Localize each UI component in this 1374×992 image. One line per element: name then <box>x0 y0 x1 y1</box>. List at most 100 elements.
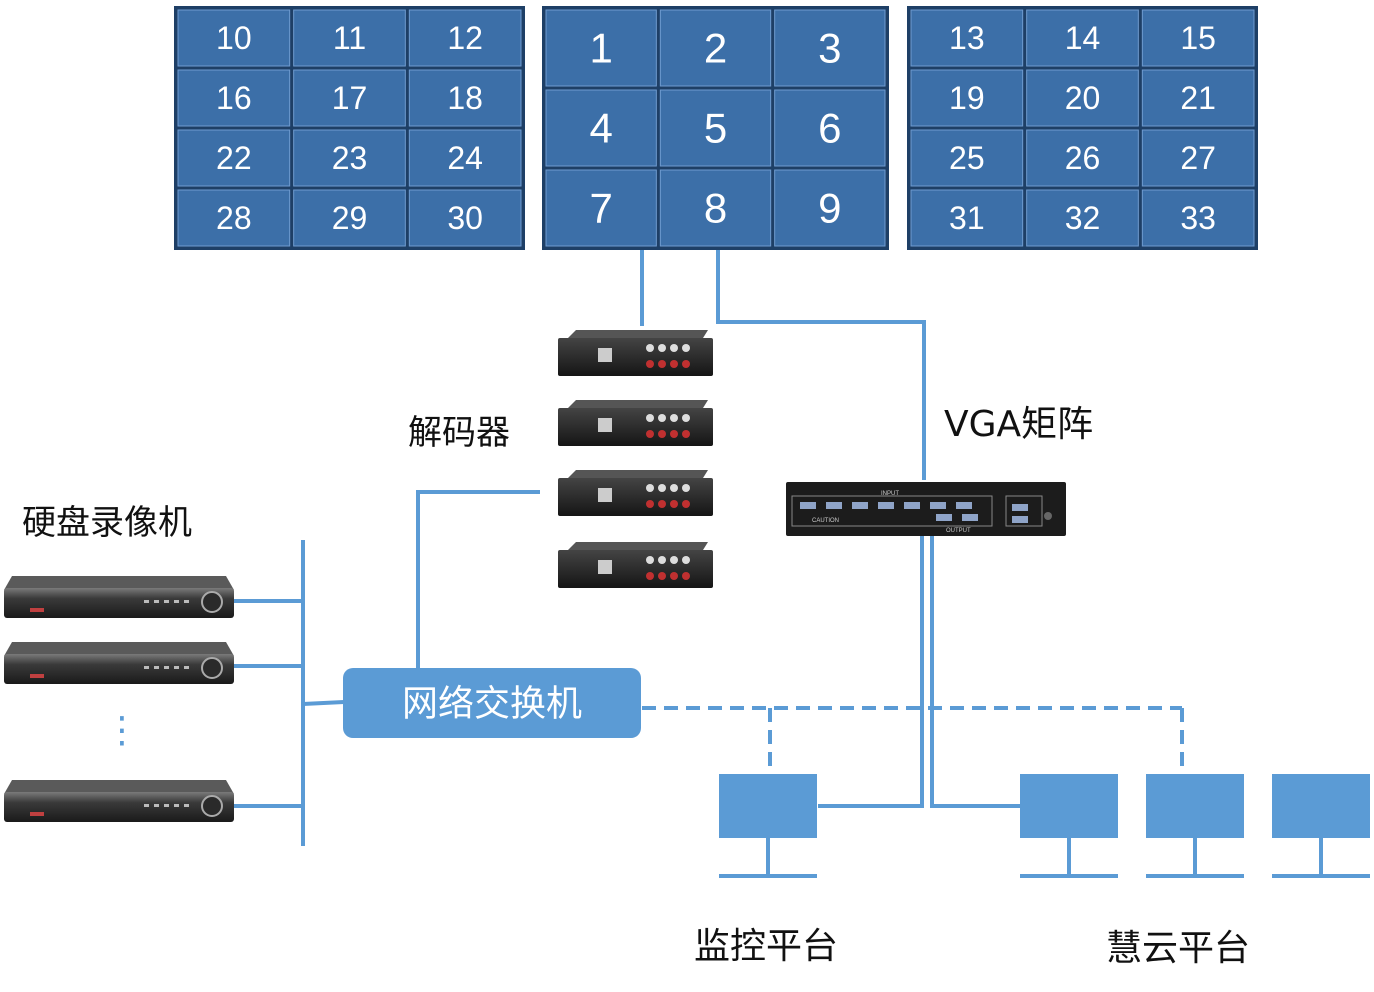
wall-tile-number: 17 <box>332 80 368 116</box>
wall-tile <box>1026 129 1139 187</box>
wall-tile-number: 16 <box>216 80 252 116</box>
network-switch: 网络交换机 <box>343 668 641 738</box>
vga-matrix-label: VGA矩阵 <box>944 404 1093 445</box>
video-wall-right: 13 14 15 19 20 21 25 26 27 31 32 33 <box>907 6 1258 250</box>
matrix-input-text: INPUT <box>881 491 899 497</box>
dvr-device <box>4 780 234 822</box>
wall-to-matrix-line <box>716 250 926 480</box>
wall-tile-number: 27 <box>1180 140 1216 176</box>
wall-tile-number: 30 <box>447 200 483 236</box>
wall-tile <box>408 9 522 67</box>
wall-tile-number: 32 <box>1065 200 1101 236</box>
wall-tile-number: 14 <box>1065 20 1101 56</box>
wall-tile-number: 22 <box>216 140 252 176</box>
matrix-to-huiyun-line <box>930 536 1020 808</box>
wall-tile <box>408 129 522 187</box>
dvr-ellipsis: ⋮ <box>104 710 140 751</box>
network-switch-label: 网络交换机 <box>402 684 582 725</box>
wall-tile <box>1026 189 1139 247</box>
wall-tile-number: 15 <box>1180 20 1216 56</box>
wall-tile-number: 2 <box>704 25 727 72</box>
matrix-to-monitor-line <box>818 536 924 808</box>
monitor-platform-pc <box>719 774 817 878</box>
huiyun-platform-label: 慧云平台 <box>1106 928 1250 969</box>
wall-tile-number: 31 <box>949 200 985 236</box>
wall-tile-number: 13 <box>949 20 985 56</box>
wall-tile-number: 33 <box>1180 200 1216 236</box>
wall-tile <box>545 169 657 247</box>
wall-tile-number: 24 <box>447 140 483 176</box>
decoder-device <box>558 330 713 376</box>
wall-tile-number: 21 <box>1180 80 1216 116</box>
wall-tile <box>293 69 406 127</box>
wall-tile <box>774 89 886 167</box>
video-wall-center: 1 2 3 4 5 6 7 8 9 <box>542 6 889 250</box>
wall-tile <box>659 89 772 167</box>
wall-tile-number: 25 <box>949 140 985 176</box>
wall-tile <box>774 9 886 87</box>
matrix-caution-text: CAUTION <box>812 518 839 524</box>
decoder-to-switch-line <box>416 490 540 668</box>
wall-tile <box>1141 9 1255 67</box>
wall-tile <box>545 89 657 167</box>
wall-tile-number: 12 <box>447 20 483 56</box>
wall-tile <box>1026 9 1139 67</box>
wall-tile-number: 7 <box>589 185 612 232</box>
wall-tile-number: 6 <box>818 105 841 152</box>
wall-tile <box>293 9 406 67</box>
decoder-stack <box>558 330 713 588</box>
vga-matrix-device: INPUT CAUTION OUTPUT <box>786 482 1066 536</box>
decoder-label: 解码器 <box>408 413 510 453</box>
wall-tile <box>177 69 291 127</box>
wall-tile <box>545 9 657 87</box>
wall-tile <box>177 9 291 67</box>
wall-tile-number: 18 <box>447 80 483 116</box>
decoder-device <box>558 400 713 446</box>
huiyun-pc-1 <box>1020 774 1118 878</box>
monitor-platform-label: 监控平台 <box>694 926 838 967</box>
wall-tile-number: 3 <box>818 25 841 72</box>
wall-tile <box>774 169 886 247</box>
wall-tile-number: 26 <box>1065 140 1101 176</box>
wall-tile-number: 10 <box>216 20 252 56</box>
wall-tile <box>1026 69 1139 127</box>
wall-tile-number: 29 <box>332 200 368 236</box>
wall-tile-number: 9 <box>818 185 841 232</box>
wall-tile-number: 20 <box>1065 80 1101 116</box>
dvr-device <box>4 576 234 618</box>
bus-to-switch-link <box>302 700 345 706</box>
wall-tile <box>1141 189 1255 247</box>
wall-tile <box>293 189 406 247</box>
wall-tile-number: 28 <box>216 200 252 236</box>
decoder-device <box>558 470 713 516</box>
dvr-label: 硬盘录像机 <box>22 503 192 543</box>
wall-tile-number: 4 <box>589 105 612 152</box>
connection-lines <box>232 250 1020 846</box>
wall-tile <box>910 189 1024 247</box>
wall-tile-number: 8 <box>704 185 727 232</box>
wall-tile-number: 5 <box>704 105 727 152</box>
decoder-device <box>558 542 713 588</box>
wall-tile-number: 19 <box>949 80 985 116</box>
wall-tile <box>659 169 772 247</box>
wall-tile-number: 11 <box>333 20 366 56</box>
wall-tile <box>177 129 291 187</box>
matrix-output-text: OUTPUT <box>946 528 971 534</box>
wall-tile <box>177 189 291 247</box>
huiyun-pc-2 <box>1146 774 1244 878</box>
huiyun-pc-3 <box>1272 774 1370 878</box>
wall-tile <box>659 9 772 87</box>
wall-tile <box>408 189 522 247</box>
dashed-network-lines <box>642 706 1184 772</box>
wall-tile <box>293 129 406 187</box>
dvr-device <box>4 642 234 684</box>
wall-tile <box>910 69 1024 127</box>
wall-tile <box>1141 69 1255 127</box>
wall-tile <box>1141 129 1255 187</box>
wall-tile <box>910 129 1024 187</box>
wall-tile <box>408 69 522 127</box>
wall-tile <box>910 9 1024 67</box>
wall-tile-number: 1 <box>589 25 612 72</box>
